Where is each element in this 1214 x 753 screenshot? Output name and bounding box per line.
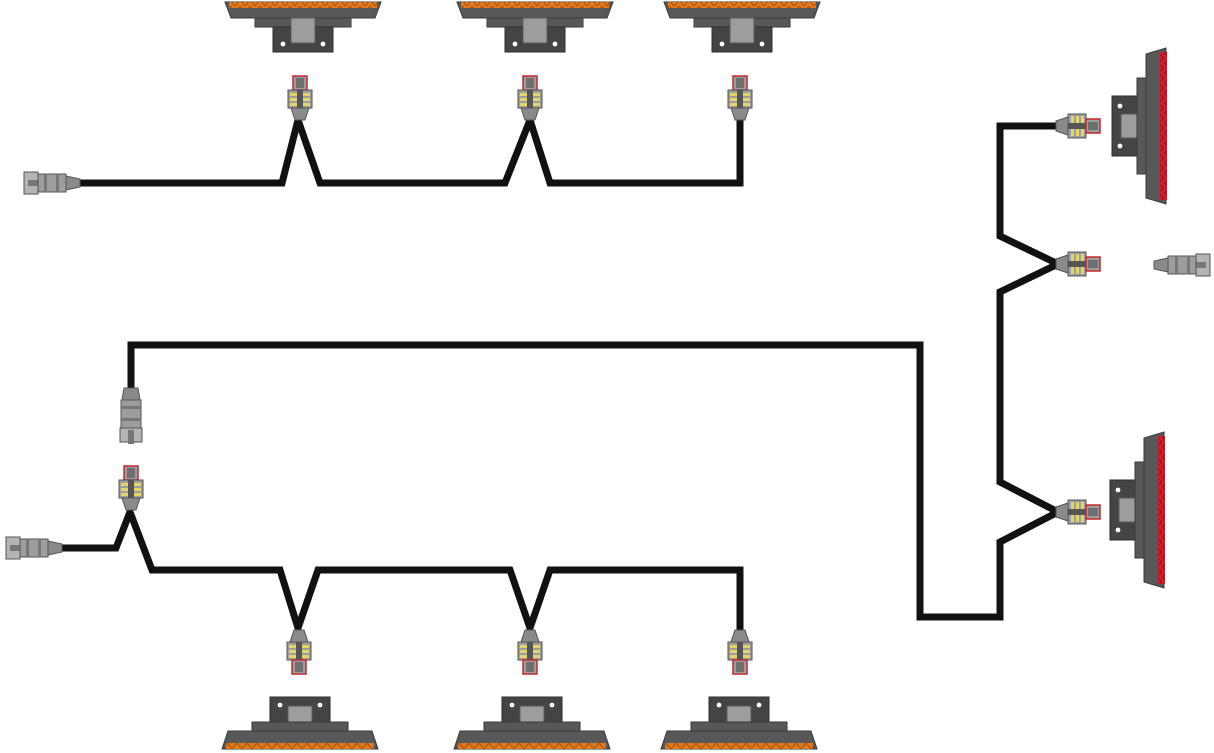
red-marker-lamp-icon — [1109, 431, 1166, 589]
socket-connector-icon — [286, 629, 312, 675]
socket-connector-icon — [517, 75, 543, 121]
amber-marker-lamp-icon — [663, 1, 821, 53]
socket-connector-icon — [727, 75, 753, 121]
wires — [62, 107, 1067, 640]
socket-connector-icon — [287, 75, 313, 121]
plug-connector-icon — [1153, 253, 1211, 277]
plug-connector-icon — [23, 171, 81, 195]
plug-connector-icon — [5, 536, 63, 560]
wire-long-loop — [127, 122, 1067, 621]
amber-marker-lamp-icon — [224, 1, 382, 53]
amber-marker-lamp-icon — [456, 1, 614, 53]
plug-connector-icon — [119, 387, 143, 445]
socket-connector-icon — [1055, 251, 1101, 277]
amber-marker-lamp-icon — [660, 696, 818, 750]
wire-top-harness — [80, 107, 744, 187]
amber-marker-lamp-icon — [221, 696, 379, 750]
wire-bottom-harness — [62, 502, 744, 640]
socket-connector-icon — [118, 465, 144, 511]
socket-connector-icon — [1055, 113, 1101, 139]
red-marker-lamp-icon — [1111, 47, 1168, 205]
socket-connector-icon — [517, 629, 543, 675]
socket-connector-icon — [727, 629, 753, 675]
amber-marker-lamp-icon — [453, 696, 611, 750]
socket-connector-icon — [1055, 499, 1101, 525]
